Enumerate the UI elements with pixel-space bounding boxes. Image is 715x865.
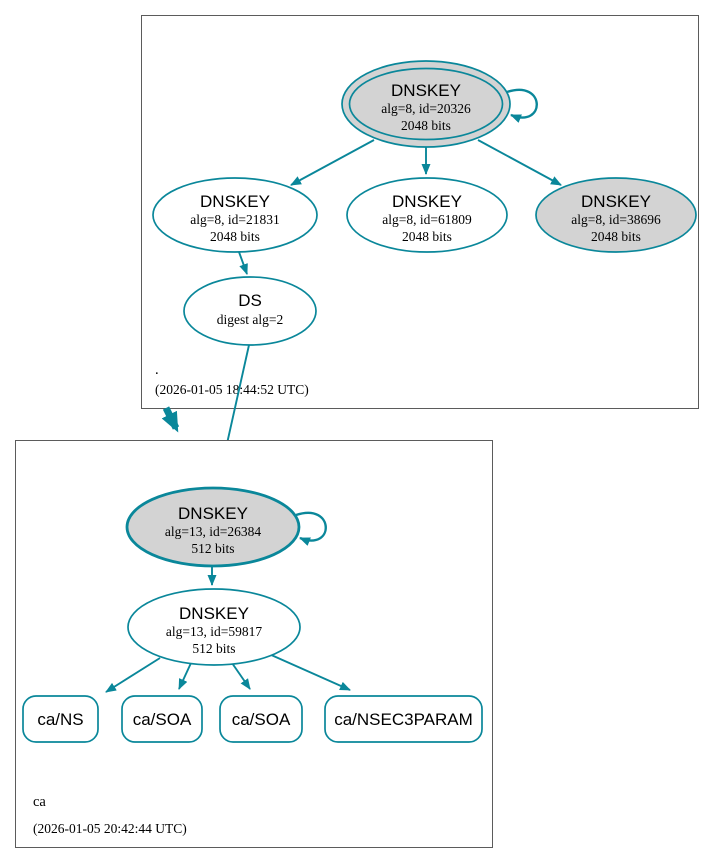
edge-ca-ksk-selfsign [295, 511, 327, 546]
rrset-label: ca/NS [37, 710, 83, 729]
node-rrset-ca-ns: ca/NS [22, 695, 99, 743]
node-bits: 512 bits [192, 641, 235, 656]
node-detail: alg=8, id=20326 [381, 101, 471, 116]
node-ellipse [127, 588, 301, 666]
node-bits: 2048 bits [591, 229, 641, 244]
node-root-zsk-21831: DNSKEY alg=8, id=21831 2048 bits [152, 177, 318, 253]
node-rrset-ca-soa-1: ca/SOA [121, 695, 203, 743]
node-ellipse [125, 486, 301, 568]
zone-name-root: . [155, 362, 159, 378]
rrset-label: ca/SOA [232, 710, 291, 729]
node-detail: alg=13, id=26384 [165, 524, 261, 539]
zone-name-ca: ca [33, 794, 46, 810]
edge-ca-zsk-to-soa1 [178, 662, 192, 690]
node-ellipse [183, 276, 317, 346]
rrset-box [22, 695, 99, 743]
node-title: DNSKEY [392, 192, 462, 211]
rrset-box [324, 695, 483, 743]
node-ellipse [152, 177, 318, 253]
zone-timestamp-root: (2026-01-05 18:44:52 UTC) [155, 382, 309, 397]
node-root-ksk-38696: DNSKEY alg=8, id=38696 2048 bits [535, 177, 697, 253]
node-title: DNSKEY [200, 192, 270, 211]
node-root-ksk-inner-ellipse [348, 67, 504, 141]
node-bits: 2048 bits [402, 229, 452, 244]
node-title: DNSKEY [179, 604, 249, 623]
node-bits: 2048 bits [210, 229, 260, 244]
rrset-box [219, 695, 303, 743]
node-root-ds: DS digest alg=2 [183, 276, 317, 346]
node-root-zsk-61809: DNSKEY alg=8, id=61809 2048 bits [346, 177, 508, 253]
node-detail: alg=13, id=59817 [166, 624, 262, 639]
zone-timestamp-ca: (2026-01-05 20:42:44 UTC) [33, 821, 187, 836]
node-rrset-ca-nsec3param: ca/NSEC3PARAM [324, 695, 483, 743]
node-title: DS [238, 291, 262, 310]
rrset-label: ca/NSEC3PARAM [334, 710, 473, 729]
rrset-label: ca/SOA [133, 710, 192, 729]
node-bits: 512 bits [191, 541, 234, 556]
edge-root-delegation-to-ca [161, 406, 180, 433]
node-ellipse [346, 177, 508, 253]
node-ca-ksk-26384: DNSKEY alg=13, id=26384 512 bits [125, 486, 301, 568]
edge-ca-zsk-to-soa2 [231, 662, 251, 690]
zone-cluster-root: DNSKEY alg=8, id=20326 2048 bits DNSKEY … [141, 15, 699, 409]
node-title: DNSKEY [581, 192, 651, 211]
edge-root-ksk-to-zsk-21831 [290, 139, 375, 186]
node-bits: 2048 bits [401, 118, 451, 133]
node-rrset-ca-soa-2: ca/SOA [219, 695, 303, 743]
edge-root-ksk-selfsign [506, 88, 538, 123]
edge-ca-zsk-to-nsec3param [268, 653, 351, 691]
edge-ca-zsk-to-ns [105, 657, 161, 693]
node-detail: alg=8, id=21831 [190, 212, 279, 227]
node-root-ksk-20326: DNSKEY alg=8, id=20326 2048 bits [341, 60, 511, 148]
node-detail: digest alg=2 [217, 312, 283, 327]
node-title: DNSKEY [391, 81, 461, 100]
edge-zsk-21831-to-ds [238, 251, 248, 275]
zone-cluster-ca: DNSKEY alg=13, id=26384 512 bits DNSKEY … [15, 440, 493, 848]
rrset-box [121, 695, 203, 743]
edge-root-ksk-to-ksk-38696 [477, 139, 562, 186]
node-ellipse [535, 177, 697, 253]
node-detail: alg=8, id=38696 [571, 212, 661, 227]
node-detail: alg=8, id=61809 [382, 212, 472, 227]
node-ca-zsk-59817: DNSKEY alg=13, id=59817 512 bits [127, 588, 301, 666]
node-title: DNSKEY [178, 504, 248, 523]
